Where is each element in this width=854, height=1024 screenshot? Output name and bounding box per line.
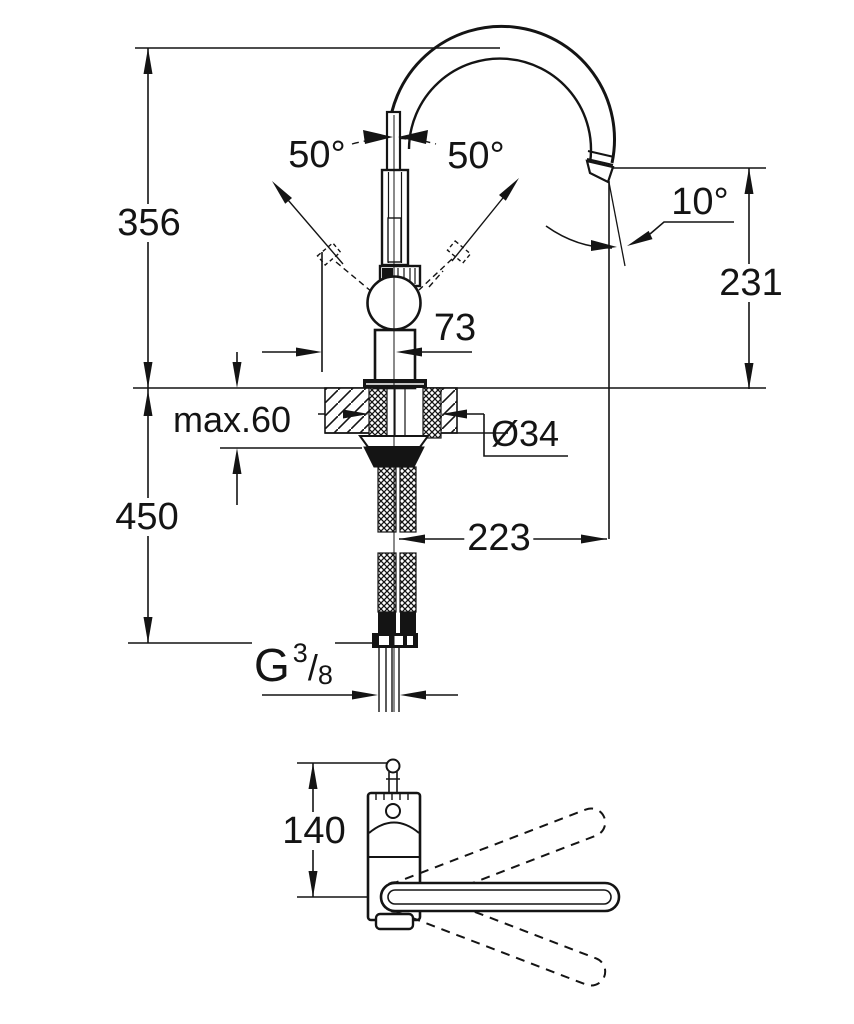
dim-lever-clearance: 73 — [433, 307, 477, 349]
pin-detail — [385, 758, 401, 774]
connection-pipe — [378, 648, 400, 712]
dim-counter-thickness: max.60 — [172, 399, 292, 440]
shank-thread-right — [422, 387, 442, 439]
thread-slash: / — [307, 647, 318, 688]
dim-hole-diameter: Ø34 — [490, 413, 560, 454]
lever-tip-left-position — [316, 241, 342, 267]
dim-overall-height: 356 — [114, 204, 184, 242]
body-bottom-cap — [374, 912, 415, 931]
spout-arc-inner — [407, 57, 593, 164]
thread-numerator: 3 — [292, 638, 308, 668]
dim-spout-reach: 223 — [464, 519, 534, 557]
dim-thread-size: G 3 / 8 — [252, 638, 335, 691]
supply-hose-right — [399, 466, 417, 533]
lever-arm-plan — [379, 881, 621, 913]
dimension-arrowheads — [143, 48, 754, 897]
screw-hole — [385, 803, 401, 819]
supply-hose-left-lower — [377, 552, 397, 613]
lever-tip-right-position — [446, 239, 472, 265]
dim-spout-tilt: 10° — [671, 181, 729, 223]
spout-arc-outer — [387, 24, 616, 164]
supply-hose-left — [377, 466, 397, 533]
dim-lever-angle-right: 50° — [447, 135, 505, 177]
hose-ferrule-left — [378, 612, 396, 633]
dim-handle-length: 140 — [279, 812, 349, 850]
faucet-body-column — [373, 328, 417, 390]
hose-ferrule-right — [400, 612, 416, 633]
dim-lever-angle-left: 50° — [288, 134, 346, 176]
aerator-tip — [585, 159, 615, 184]
dim-outlet-height: 231 — [716, 264, 786, 302]
supply-hose-right-lower — [399, 552, 417, 613]
faucet-plan-view — [297, 758, 621, 987]
faucet-front-view — [316, 24, 616, 712]
thread-denominator: 8 — [317, 660, 333, 690]
shank-thread-left — [368, 387, 388, 439]
dim-hose-length: 450 — [112, 498, 182, 536]
thread-prefix: G — [254, 639, 290, 691]
